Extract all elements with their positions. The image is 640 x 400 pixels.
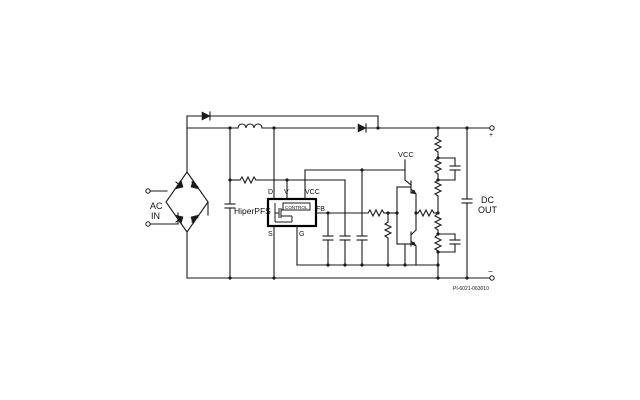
dc-out-label-dc: DC: [481, 195, 494, 205]
lower-transistor: [396, 212, 417, 266]
pin-fb-label: FB: [316, 206, 325, 213]
hiperpfs-ic: HiperPFS D V VCC FB S G CONTROL: [234, 127, 325, 279]
pin-vcc-label: VCC: [305, 189, 320, 196]
upper-transistor: [395, 169, 417, 245]
lower-transistor-emitter-arrow-icon: [410, 241, 417, 247]
pin-d-label: D: [268, 189, 273, 196]
dc-out-plus-sign: +: [489, 132, 493, 139]
input-capacitor: [224, 126, 236, 279]
control-rails: [296, 168, 440, 267]
output-capacitor: DC OUT: [461, 126, 498, 279]
pin-g-label: G: [299, 231, 304, 238]
v-sense-resistor: [229, 175, 288, 200]
upper-transistor-emitter-arrow-icon: [410, 189, 417, 195]
ac-in-label-in: IN: [151, 211, 160, 221]
feedback-network: [315, 208, 398, 218]
ac-in-label-ac: AC: [150, 201, 163, 211]
pin-s-label: S: [268, 231, 273, 238]
bottom-rail: −: [186, 267, 495, 281]
divider-cap-lower: [436, 233, 461, 254]
vcc-bypass-capacitor: [356, 169, 368, 266]
control-block: [282, 202, 311, 211]
boost-diode-icon: [357, 123, 367, 133]
bridge-rectifier: [165, 127, 209, 279]
dc-out-terminal-plus: [489, 125, 495, 131]
dc-out-terminal-minus: [489, 275, 495, 281]
v-pin-capacitor: [285, 178, 351, 266]
top-rails: +: [186, 111, 495, 139]
fb-pulldown-resistor: [383, 212, 393, 266]
figure-id: PI-6021-063010: [453, 286, 489, 292]
output-divider: [433, 127, 443, 280]
fb-capacitor: [322, 212, 334, 266]
divider-cap-upper: [437, 157, 461, 181]
ac-input: AC IN: [145, 188, 179, 227]
dc-out-label-out: OUT: [478, 205, 498, 215]
control-label: CONTROL: [285, 205, 308, 210]
ic-name-label: HiperPFS: [234, 206, 271, 216]
dc-out-minus-sign: −: [488, 267, 493, 276]
vcc-source-label: VCC: [398, 150, 414, 171]
bypass-diode-icon: [201, 111, 211, 121]
vcc-label: VCC: [398, 150, 414, 159]
pin-v-label: V: [284, 189, 289, 196]
boost-inductor-icon: [237, 123, 263, 129]
